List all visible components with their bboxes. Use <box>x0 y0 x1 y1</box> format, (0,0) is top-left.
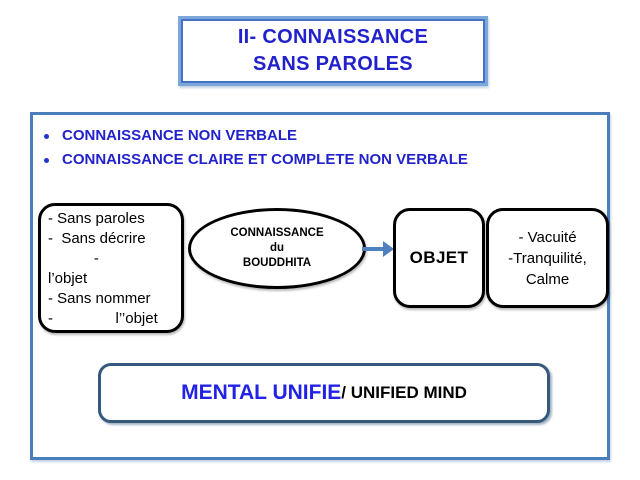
ellipse-line-2: du <box>269 242 285 254</box>
connaissance-ellipse: CONNAISSANCE du BOUDDHITA <box>188 208 366 289</box>
list-item: CONNAISSANCE CLAIRE ET COMPLETE NON VERB… <box>44 150 468 170</box>
title-line-2: SANS PAROLES <box>253 53 413 75</box>
sans-paroles-box: - Sans paroles - Sans décrire - l’objet … <box>38 203 184 333</box>
left-box-line-6: - l’’objet <box>48 310 158 327</box>
arrow-right-icon <box>362 247 385 251</box>
right-box-line-2: -Tranquilité, <box>508 249 587 267</box>
ellipse-line-3: BOUDDHITA <box>242 257 312 269</box>
bullet-list: CONNAISSANCE NON VERBALE CONNAISSANCE CL… <box>44 126 468 174</box>
title-line-1: II- CONNAISSANCE <box>237 26 429 48</box>
objet-label: OBJET <box>409 248 469 267</box>
left-box-line-1: - Sans paroles <box>48 210 145 227</box>
list-item: CONNAISSANCE NON VERBALE <box>44 126 468 146</box>
bullet-text-1: CONNAISSANCE NON VERBALE <box>62 127 298 144</box>
vacuite-box: - Vacuité -Tranquilité, Calme <box>486 208 609 308</box>
mental-unifie-label: MENTAL UNIFIE <box>181 381 342 404</box>
right-box-line-3: Calme <box>525 270 570 288</box>
left-box-line-5: - Sans nommer <box>48 290 151 307</box>
mental-unifie-box: MENTAL UNIFIE / UNIFIED MIND <box>98 363 550 423</box>
left-box-line-2: - Sans décrire <box>48 230 146 247</box>
bullet-icon <box>44 158 49 163</box>
right-box-line-1: - Vacuité <box>518 228 577 246</box>
title-box: II- CONNAISSANCE SANS PAROLES <box>178 16 488 86</box>
arrow-right-head-icon <box>383 241 394 257</box>
bullet-icon <box>44 134 49 139</box>
bullet-text-2: CONNAISSANCE CLAIRE ET COMPLETE NON VERB… <box>62 151 468 168</box>
left-box-line-4: l’objet <box>48 270 88 287</box>
objet-box: OBJET <box>393 208 485 308</box>
unified-mind-label: / UNIFIED MIND <box>341 383 467 402</box>
left-box-line-3: - <box>48 250 99 267</box>
ellipse-line-1: CONNAISSANCE <box>230 227 324 239</box>
